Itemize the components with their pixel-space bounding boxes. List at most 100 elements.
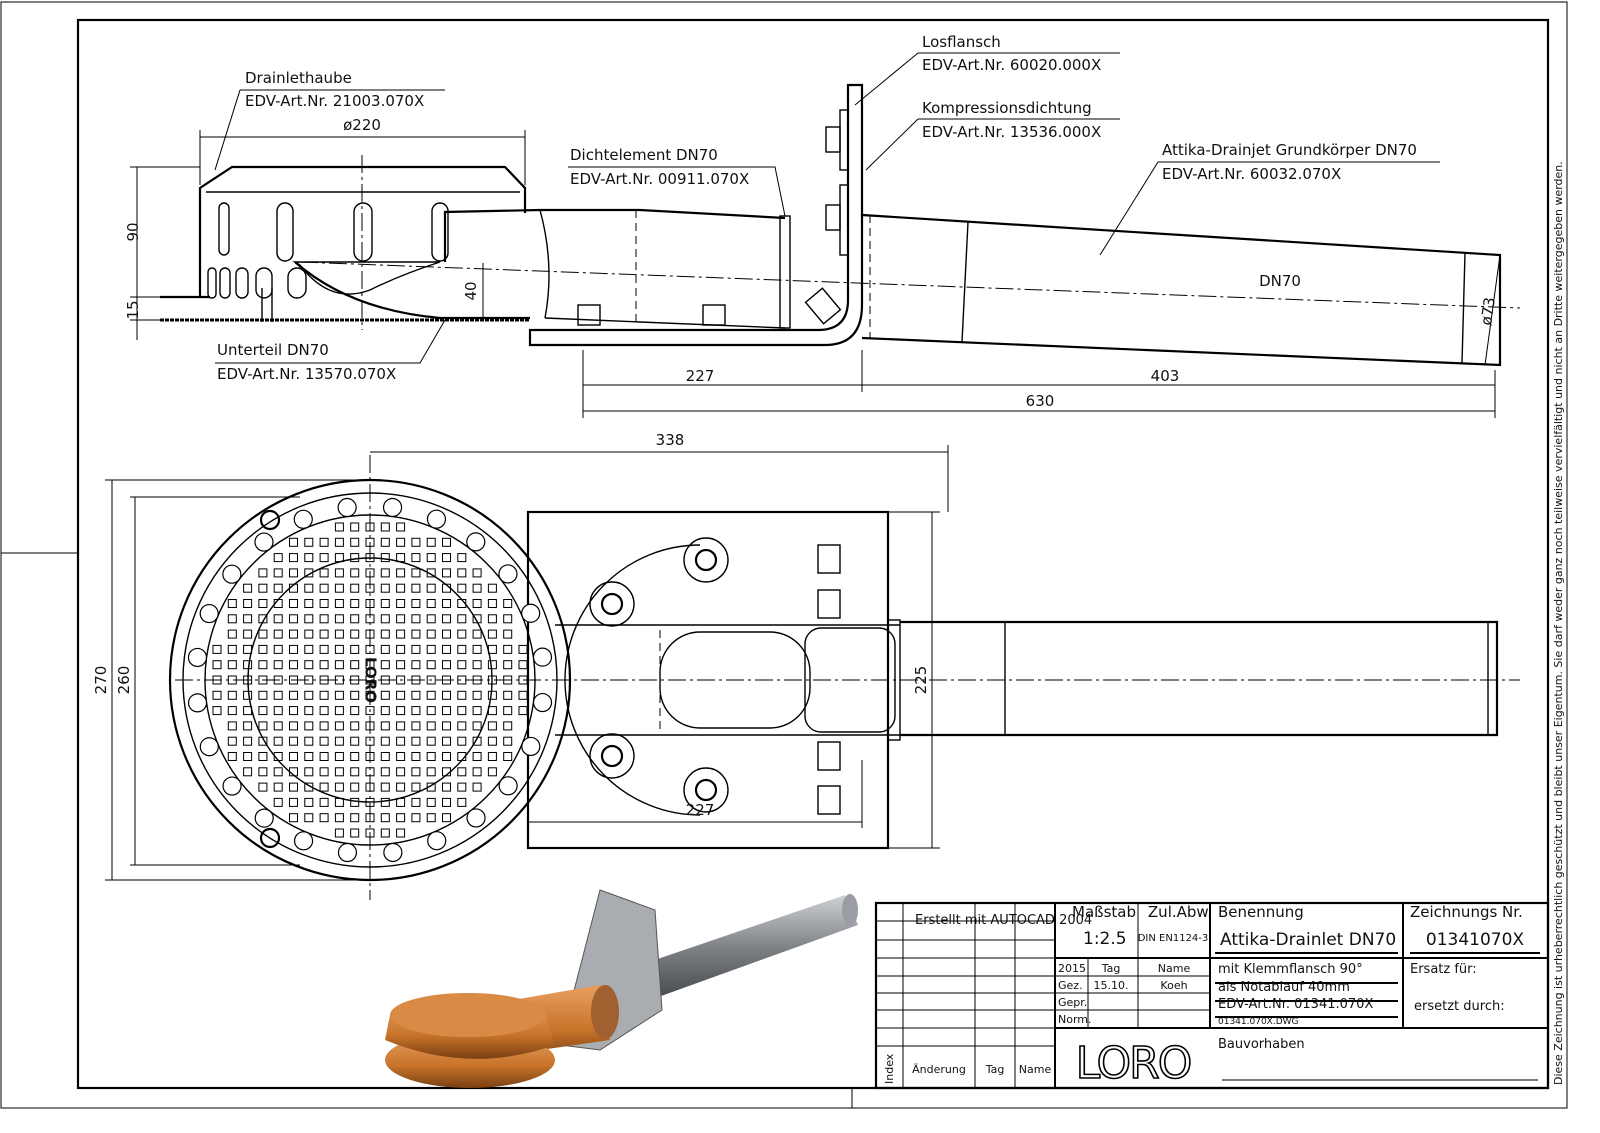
grille-square [426, 660, 436, 670]
bolt-icons [589, 537, 841, 815]
grille-square [487, 660, 497, 670]
grille-square [396, 675, 406, 685]
grille-square [442, 752, 451, 761]
label-losflansch: Losflansch [922, 33, 1001, 51]
grille-square [227, 721, 237, 731]
grille-square [304, 797, 314, 807]
rev-tag-label: Tag [985, 1063, 1005, 1076]
sealing-element [779, 215, 791, 329]
grille-square [442, 736, 451, 746]
grille-square [304, 537, 314, 547]
zul-abw-label: Zul.Abw. [1148, 903, 1212, 921]
grille-square [487, 690, 497, 700]
grille-square [380, 752, 390, 761]
grille-square [258, 721, 268, 731]
main-pipe [861, 213, 1502, 367]
grille-square [487, 706, 497, 716]
art-losflansch: EDV-Art.Nr. 60020.000X [922, 56, 1101, 74]
grille-square [518, 660, 528, 670]
tag-label: Tag [1101, 962, 1121, 975]
grille-square [518, 706, 528, 716]
grille-square [426, 583, 436, 593]
hood-lobe [187, 693, 208, 713]
grille-square [503, 614, 513, 624]
grille-square [472, 660, 482, 670]
grille-square [273, 767, 283, 777]
grille-square [212, 644, 222, 654]
grille-square [411, 553, 421, 563]
zeichnungs-value: 01341070X [1426, 930, 1525, 950]
grille-square [442, 690, 451, 700]
grille-square [334, 721, 344, 731]
grille-square [289, 782, 298, 792]
grille-square [380, 568, 390, 578]
grille-square [289, 752, 298, 761]
grille-square [319, 614, 329, 624]
grille-square [457, 599, 467, 608]
grille-square [350, 752, 360, 761]
bolt-icons [577, 126, 842, 326]
grille-square [258, 752, 268, 761]
grille-square [258, 767, 268, 777]
grille-square [258, 782, 268, 792]
grille-square [273, 690, 283, 700]
grille-square [304, 614, 314, 624]
part-labels: Drainlethaube EDV-Art.Nr. 21003.070X Los… [214, 33, 1440, 383]
grille-square [503, 599, 513, 608]
grille-square [319, 813, 329, 823]
desc-line-4: 01341.070X.DWG [1218, 1017, 1299, 1027]
grille-square [472, 782, 482, 792]
grille-square [472, 568, 482, 578]
grille-square [289, 568, 298, 578]
grille-square [396, 583, 406, 593]
grille-square [227, 736, 237, 746]
grille-square [442, 767, 451, 777]
grille-square [487, 767, 497, 777]
grille-square [426, 736, 436, 746]
dim-630: 630 [1026, 392, 1055, 410]
grille-square [319, 721, 329, 731]
grille-square [227, 629, 237, 639]
dim-hood-height: 90 [124, 222, 142, 241]
hood-lobe [199, 737, 219, 757]
grille-logo: LORO [362, 657, 380, 703]
dim-pipe-diameter: ø73 [1477, 296, 1499, 326]
side-dimensions: ø220 90 15 40 227 403 630 ø73 DN70 [124, 116, 1501, 418]
grille-square [457, 721, 467, 731]
grille-square [442, 782, 451, 792]
grille-square [411, 599, 421, 608]
grille-square [243, 736, 253, 746]
grille-square [442, 813, 451, 823]
grille-square [273, 568, 283, 578]
grille-square [304, 736, 314, 746]
grille-square [472, 644, 482, 654]
grille-square [442, 797, 451, 807]
grille-square [396, 828, 406, 838]
grille-square [334, 660, 344, 670]
grille-square [442, 660, 451, 670]
plan-view: LORO [168, 455, 1520, 900]
grille-square [258, 599, 268, 608]
grille-square [365, 706, 375, 716]
grille-square [350, 660, 360, 670]
hood-lobe [293, 509, 313, 529]
grille-square [380, 629, 390, 639]
grille-square [396, 599, 406, 608]
grille-square [304, 629, 314, 639]
grille-square [380, 813, 390, 823]
grille-square [426, 782, 436, 792]
art-unterteil: EDV-Art.Nr. 13570.070X [217, 365, 396, 383]
grille-square [380, 767, 390, 777]
grille-square [396, 568, 406, 578]
grille-square [289, 644, 298, 654]
grille-square [396, 736, 406, 746]
benennung-label: Benennung [1218, 903, 1304, 921]
hood-lobe [427, 831, 447, 851]
hood-lobe [382, 497, 403, 518]
grille-square [304, 690, 314, 700]
hood-lobes [187, 497, 553, 863]
grille-square [304, 721, 314, 731]
grille-square [457, 706, 467, 716]
grille-square [396, 767, 406, 777]
hood-lobe [337, 497, 357, 518]
